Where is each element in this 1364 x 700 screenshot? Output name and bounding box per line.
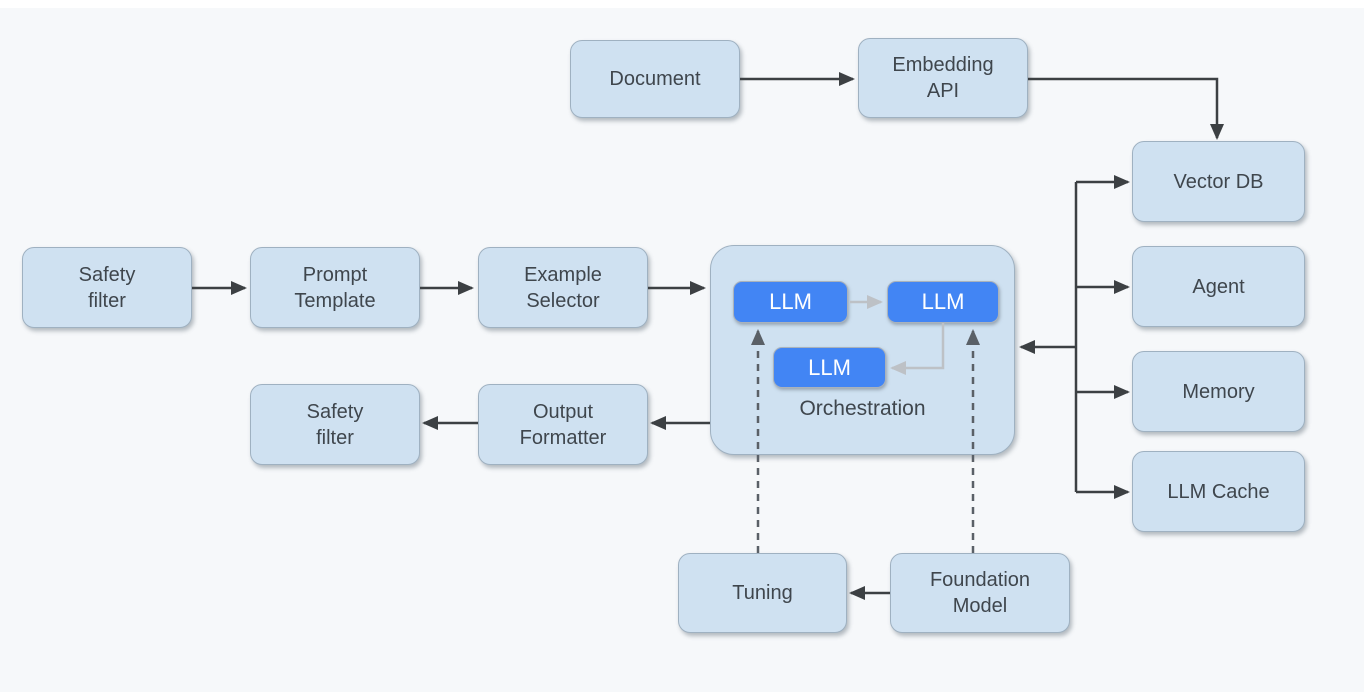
node-safety-filter-output: Safety filter [250,384,420,465]
node-llm-3: LLM [773,347,886,388]
node-agent: Agent [1132,246,1305,327]
node-embedding-api: Embedding API [858,38,1028,118]
node-tuning: Tuning [678,553,847,633]
node-llm-1: LLM [733,281,848,323]
node-vector-db: Vector DB [1132,141,1305,222]
node-prompt-template: Prompt Template [250,247,420,328]
node-foundation-model: Foundation Model [890,553,1070,633]
node-output-formatter: Output Formatter [478,384,648,465]
node-safety-filter-input: Safety filter [22,247,192,328]
node-example-selector: Example Selector [478,247,648,328]
node-llm-2: LLM [887,281,999,323]
node-llm-cache: LLM Cache [1132,451,1305,532]
node-memory: Memory [1132,351,1305,432]
node-orchestration-label: Orchestration [799,397,926,420]
node-document: Document [570,40,740,118]
